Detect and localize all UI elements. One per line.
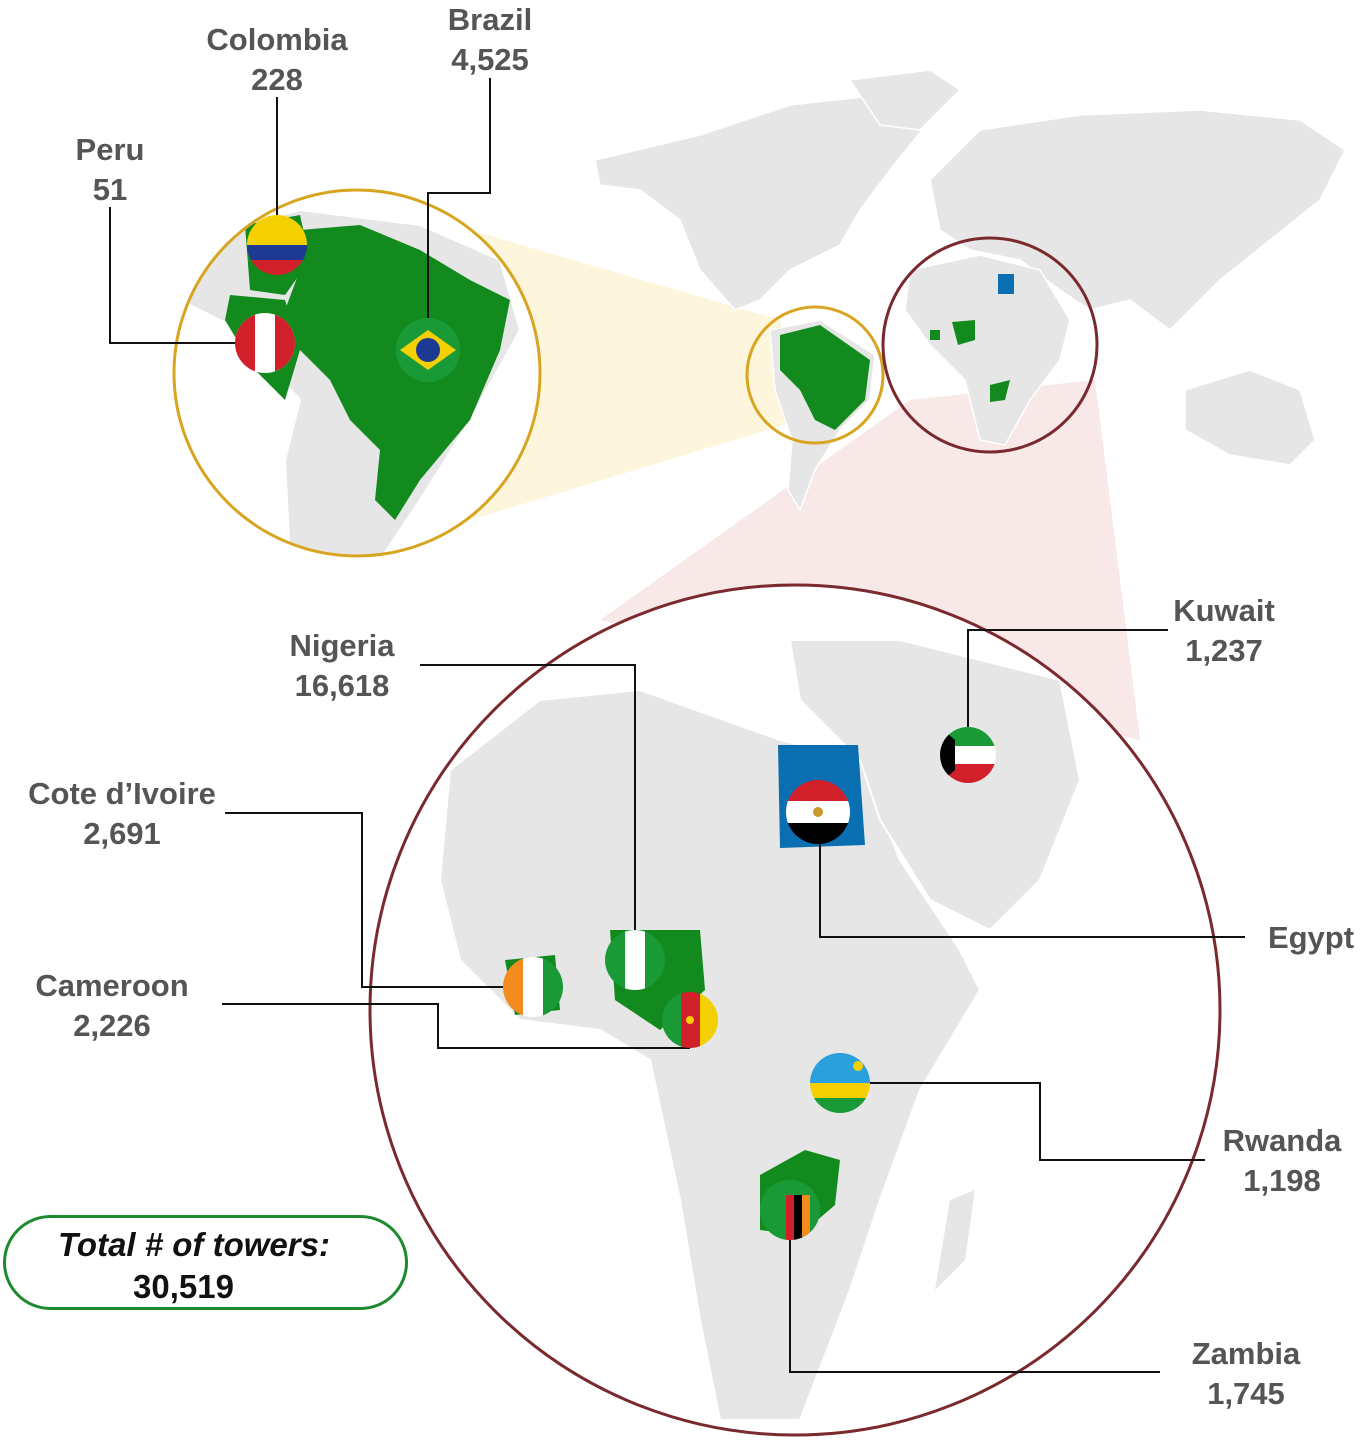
egypt-flag — [786, 780, 850, 844]
rwanda-leader — [870, 1082, 1205, 1161]
nigeria-flag — [605, 930, 665, 990]
cote-divoire-leader — [225, 812, 503, 988]
north-america — [594, 94, 932, 311]
total-label: Total # of towers: — [58, 1226, 330, 1263]
brazil-shape — [285, 225, 510, 520]
nigeria-leader — [420, 664, 636, 930]
south-america-small-circle — [745, 305, 885, 445]
kuwait-leader — [967, 629, 1168, 727]
australia — [1184, 369, 1316, 466]
africa-zoom-circle — [368, 583, 1222, 1437]
cameroon-leader — [222, 1003, 690, 1049]
zambia-leader — [789, 1240, 1160, 1373]
world-map — [594, 69, 1346, 512]
south-america-zoom-circle — [172, 188, 542, 558]
cameroon-flag — [662, 992, 718, 1048]
greenland — [848, 69, 962, 131]
africa-small-circle — [881, 236, 1099, 454]
south-america-zoom-cone — [470, 230, 800, 520]
africa — [904, 254, 1071, 446]
total-towers-box: Total # of towers: 30,519 — [3, 1215, 408, 1310]
peru-leader — [109, 207, 235, 344]
cote-divoire-flag — [503, 957, 563, 1017]
rwanda-flag — [810, 1053, 870, 1113]
total-value: 30,519 — [133, 1268, 234, 1305]
zambia-flag — [760, 1180, 820, 1240]
brazil-leader — [427, 78, 491, 318]
brazil-flag — [396, 318, 460, 382]
middle-east-land — [788, 639, 1082, 932]
madagascar — [935, 1190, 975, 1290]
leader-lines — [109, 78, 1245, 1373]
eurasia — [929, 109, 1346, 331]
peru-flag — [235, 313, 295, 373]
egypt-leader — [819, 844, 1245, 938]
label-egypt: Egypt — [1267, 920, 1355, 955]
small-highlights — [780, 320, 1010, 430]
colombia-flag — [247, 215, 307, 275]
kuwait-flag — [940, 727, 996, 783]
egypt-small — [998, 274, 1014, 294]
